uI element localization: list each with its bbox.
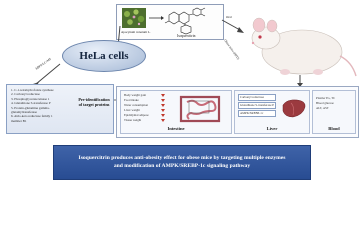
measure-item: Body weight gain xyxy=(124,93,146,97)
conclusion-line: Isoquercitrin produces anti-obesity effe… xyxy=(78,155,286,162)
measure-item: Blood glucose xyxy=(316,101,334,105)
to-targets-arrow xyxy=(35,63,61,85)
liver-target-box: Glutathione S-transferase P xyxy=(238,102,277,109)
target-proteins-box: 1. C-1-tetrahydrofolate synthase 2. Carb… xyxy=(6,84,114,134)
target-item: 3. Phosphoglycerate kinase 1 xyxy=(11,96,50,101)
target-item: 4. Glutathione S-transferase P xyxy=(11,101,51,106)
blood-measures: Plasma TG, TC Blood glucose ALT, AST xyxy=(316,96,335,111)
target-list: 1. C-1-tetrahydrofolate synthase 2. Carb… xyxy=(11,88,77,123)
target-item: 6. Aldo-keto reductase family 1 xyxy=(11,114,53,119)
blood-panel: Plasma TG, TC Blood glucose ALT, AST Blo… xyxy=(312,90,356,134)
pre-identification-label: Pre-identification of target proteins xyxy=(77,97,111,107)
effects-frame: Body weight gain Food intake Water consu… xyxy=(116,86,359,138)
compound-box: Apocynum venetum L. Isoquercitrin xyxy=(116,4,224,40)
measure-item: ALT, AST xyxy=(316,106,329,110)
mouse-illustration xyxy=(251,17,357,77)
hfd-label: Obese mice (HFD) xyxy=(223,38,240,60)
compound-illustration: Apocynum venetum L. Isoquercitrin xyxy=(121,7,206,38)
target-item: glutamyltransferase xyxy=(11,110,37,115)
measure-item: Liver weight xyxy=(124,108,140,112)
liver-targets: Carbonyl reductase Glutathione S-transfe… xyxy=(238,94,277,117)
liver-panel: Carbonyl reductase Glutathione S-transfe… xyxy=(234,90,310,134)
conclusion-box: Isoquercitrin produces anti-obesity effe… xyxy=(53,145,311,180)
intestine-caption: Intestine xyxy=(167,126,185,131)
measure-item: Epididymal adipose xyxy=(124,113,149,117)
hela-cells-ellipse: HeLa cells xyxy=(62,40,146,72)
diagram-connectors: Oral Obese mice (HFD) ABPP/LC-MS xyxy=(33,15,357,101)
measure-item: Plasma TG, TC xyxy=(316,96,336,100)
target-item: 2. Carbonyl reductase xyxy=(11,92,40,97)
intestine-panel: Body weight gain Food intake Water consu… xyxy=(120,90,232,134)
plant-label: Apocynum venetum L. xyxy=(121,30,151,34)
target-item: member B1 xyxy=(11,118,27,123)
measure-item: Water consumption xyxy=(124,103,149,107)
liver-illustration xyxy=(282,99,306,118)
hela-cells-label: HeLa cells xyxy=(79,50,129,62)
measure-item: Tissue weight xyxy=(124,118,142,122)
oral-label: Oral xyxy=(226,15,232,19)
pre-identification-line: Pre-identification xyxy=(78,97,110,102)
to-mouse-arrow xyxy=(221,19,241,31)
compound-label: Isoquercitrin xyxy=(177,34,196,38)
pre-identification-line: of target proteins xyxy=(78,102,110,108)
intestine-measures: Body weight gain Food intake Water consu… xyxy=(124,93,149,123)
blood-caption: Blood xyxy=(328,126,340,131)
intestine-illustration xyxy=(179,95,221,123)
liver-target-box: Carbonyl reductase xyxy=(238,94,277,101)
conclusion-line: and modification of AMPK/SREBP-1c signal… xyxy=(113,162,251,169)
isoquercitrin-structure xyxy=(164,7,206,35)
liver-target-box: AMPK/SREBP-1c xyxy=(238,110,277,117)
down-arrows xyxy=(161,94,165,122)
target-item: 5. Protein-glutamine gamma- xyxy=(11,105,50,110)
measure-item: Food intake xyxy=(124,98,139,102)
target-item: 1. C-1-tetrahydrofolate synthase xyxy=(11,88,54,92)
abpp-label: ABPP/LC-MS xyxy=(34,57,52,71)
liver-caption: Liver xyxy=(266,126,278,131)
